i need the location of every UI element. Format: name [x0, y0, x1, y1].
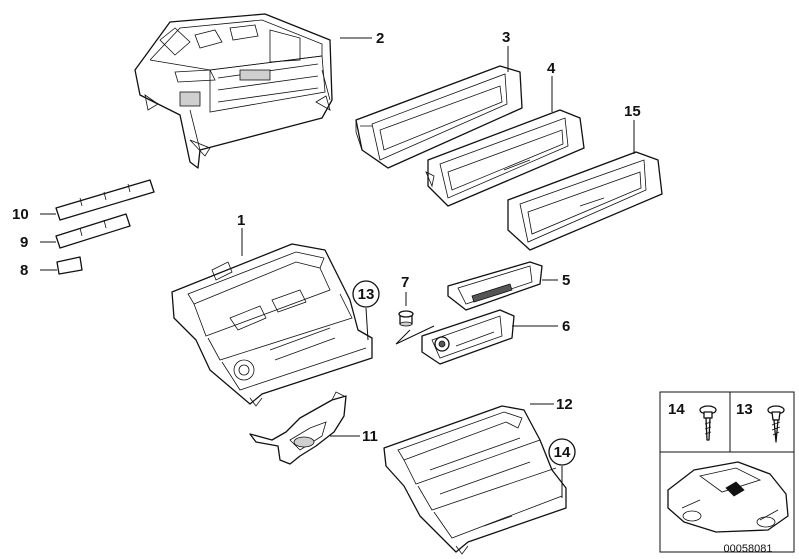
part-2-bracket-frame — [134, 13, 333, 169]
legend-left-label: 14 — [668, 401, 685, 418]
legend-right-label: 13 — [736, 401, 753, 418]
part-9-trim-strip — [55, 213, 131, 249]
callout-14-circle — [548, 438, 576, 466]
callout-8: 8 — [20, 262, 28, 279]
callout-14: 14 — [554, 444, 571, 461]
part-6-socket-tray — [421, 309, 515, 365]
callout-labels: 2 3 4 15 10 9 8 1 5 6 7 11 12 13 14 — [12, 29, 641, 466]
part-4-storage-tray — [425, 109, 585, 207]
callout-1: 1 — [237, 212, 245, 229]
callout-6: 6 — [562, 318, 570, 335]
callout-12: 12 — [556, 396, 573, 413]
callout-3: 3 — [502, 29, 510, 46]
car-location-icon — [667, 461, 789, 533]
part-11-support-bracket — [249, 391, 347, 465]
callout-15: 15 — [624, 103, 641, 120]
callout-9: 9 — [20, 234, 28, 251]
part-3-storage-tray — [355, 65, 523, 169]
part-8-trim-strip — [56, 256, 83, 275]
fastener-legend: 14 13 — [659, 391, 795, 553]
leader-lines — [40, 37, 635, 498]
screw-14-icon — [699, 405, 717, 441]
part-1-console-housing — [171, 243, 373, 407]
screw-13-icon — [767, 405, 785, 443]
part-5-small-tray — [447, 261, 543, 311]
callout-13-circle — [352, 280, 380, 308]
drawing-number: 00058081 — [724, 543, 773, 555]
part-15-storage-tray — [507, 151, 663, 251]
callout-13: 13 — [358, 286, 375, 303]
callout-5: 5 — [562, 272, 570, 289]
part-10-trim-strip — [55, 179, 155, 221]
callout-10: 10 — [12, 206, 29, 223]
callout-7: 7 — [401, 274, 409, 291]
callout-11: 11 — [362, 428, 378, 445]
part-7-plug — [398, 310, 414, 327]
callout-4: 4 — [547, 60, 556, 77]
callout-2: 2 — [376, 30, 384, 47]
part-12-lower-console — [383, 405, 567, 555]
